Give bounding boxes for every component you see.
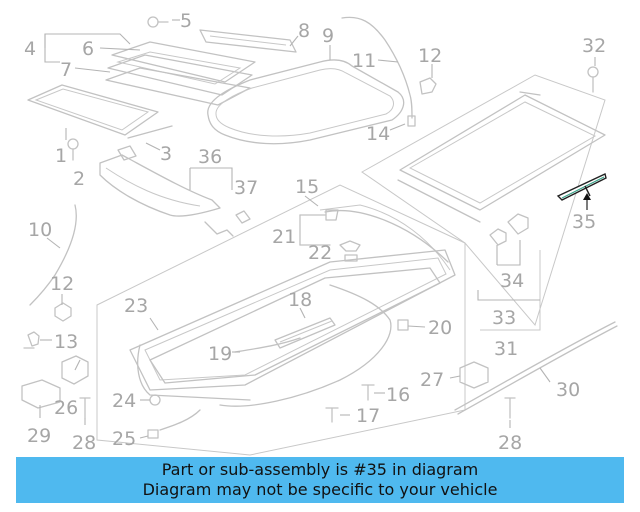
callout-17: 17 bbox=[356, 405, 380, 427]
callout-1: 1 bbox=[55, 145, 67, 167]
info-banner: Part or sub-assembly is #35 in diagram D… bbox=[16, 457, 624, 503]
callout-30: 30 bbox=[556, 379, 580, 401]
callout-34: 34 bbox=[500, 270, 524, 292]
screw-17 bbox=[325, 407, 339, 423]
module-29 bbox=[21, 379, 61, 409]
callout-15: 15 bbox=[295, 176, 319, 198]
callout-28-left: 28 bbox=[72, 432, 96, 454]
motor-26 bbox=[61, 355, 89, 385]
callout-19: 19 bbox=[208, 343, 232, 365]
callout-3: 3 bbox=[160, 143, 172, 165]
callout-35: 35 bbox=[572, 211, 596, 233]
seal-30 bbox=[454, 321, 618, 415]
callout-4: 4 bbox=[24, 38, 36, 60]
callout-36: 36 bbox=[198, 146, 222, 168]
harness bbox=[147, 284, 409, 439]
bracket-24 bbox=[149, 394, 161, 406]
callout-25: 25 bbox=[112, 428, 136, 450]
weatherstrip bbox=[207, 59, 405, 145]
banner-line-1: Part or sub-assembly is #35 in diagram bbox=[161, 460, 479, 479]
clip-13 bbox=[23, 331, 40, 349]
callout-7: 7 bbox=[60, 59, 72, 81]
callout-27: 27 bbox=[420, 369, 444, 391]
callout-5: 5 bbox=[180, 10, 192, 32]
callout-14: 14 bbox=[366, 123, 390, 145]
bracket-37 bbox=[204, 210, 251, 237]
callout-33: 33 bbox=[492, 307, 516, 329]
drain-hose bbox=[341, 16, 416, 127]
front-housing bbox=[99, 145, 221, 217]
callout-9: 9 bbox=[322, 25, 334, 47]
screw-16 bbox=[361, 384, 375, 401]
seal-strip-3 bbox=[127, 125, 173, 139]
callout-22: 22 bbox=[308, 242, 332, 264]
drive-cable-19 bbox=[234, 337, 301, 353]
glass-panel-front bbox=[27, 84, 159, 136]
clip-12-left bbox=[54, 302, 72, 322]
sunshade-panel bbox=[397, 91, 606, 223]
deflector bbox=[199, 29, 297, 53]
screw-28-left bbox=[79, 397, 91, 419]
banner-line-2: Diagram may not be specific to your vehi… bbox=[142, 480, 498, 499]
drain-clip bbox=[419, 77, 437, 95]
callout-16: 16 bbox=[386, 384, 410, 406]
screw-32 bbox=[587, 66, 599, 93]
sunroof-frame bbox=[129, 204, 456, 401]
motor-27 bbox=[459, 361, 489, 389]
guide-clips-34 bbox=[489, 213, 529, 246]
fastener-21 bbox=[299, 209, 339, 246]
screw-5 bbox=[147, 16, 169, 28]
screw-2 bbox=[67, 138, 79, 161]
callout-26: 26 bbox=[54, 397, 78, 419]
callout-18: 18 bbox=[288, 289, 312, 311]
callout-28-right: 28 bbox=[498, 432, 522, 454]
callout-37: 37 bbox=[234, 177, 258, 199]
callout-32: 32 bbox=[582, 35, 606, 57]
part-35-guide-rail bbox=[556, 173, 607, 201]
fastener-22 bbox=[339, 240, 361, 262]
callout-10: 10 bbox=[28, 219, 52, 241]
motor-bracket-18 bbox=[274, 317, 336, 349]
drain-tube-10 bbox=[29, 204, 77, 306]
callout-13: 13 bbox=[54, 331, 78, 353]
callout-2: 2 bbox=[73, 168, 85, 190]
callout-12-top: 12 bbox=[418, 45, 442, 67]
callout-29: 29 bbox=[27, 425, 51, 447]
callout-23: 23 bbox=[124, 295, 148, 317]
callout-20: 20 bbox=[428, 317, 452, 339]
callout-21: 21 bbox=[272, 226, 296, 248]
callout-31: 31 bbox=[494, 338, 518, 360]
callout-8: 8 bbox=[298, 20, 310, 42]
sunshade-assembly-outline bbox=[361, 74, 606, 327]
screw-28-right bbox=[504, 397, 516, 419]
glass-panel-rear bbox=[105, 41, 256, 106]
callout-24: 24 bbox=[112, 390, 136, 412]
callout-11: 11 bbox=[352, 50, 376, 72]
callout-12-left: 12 bbox=[50, 273, 74, 295]
callout-6: 6 bbox=[82, 38, 94, 60]
